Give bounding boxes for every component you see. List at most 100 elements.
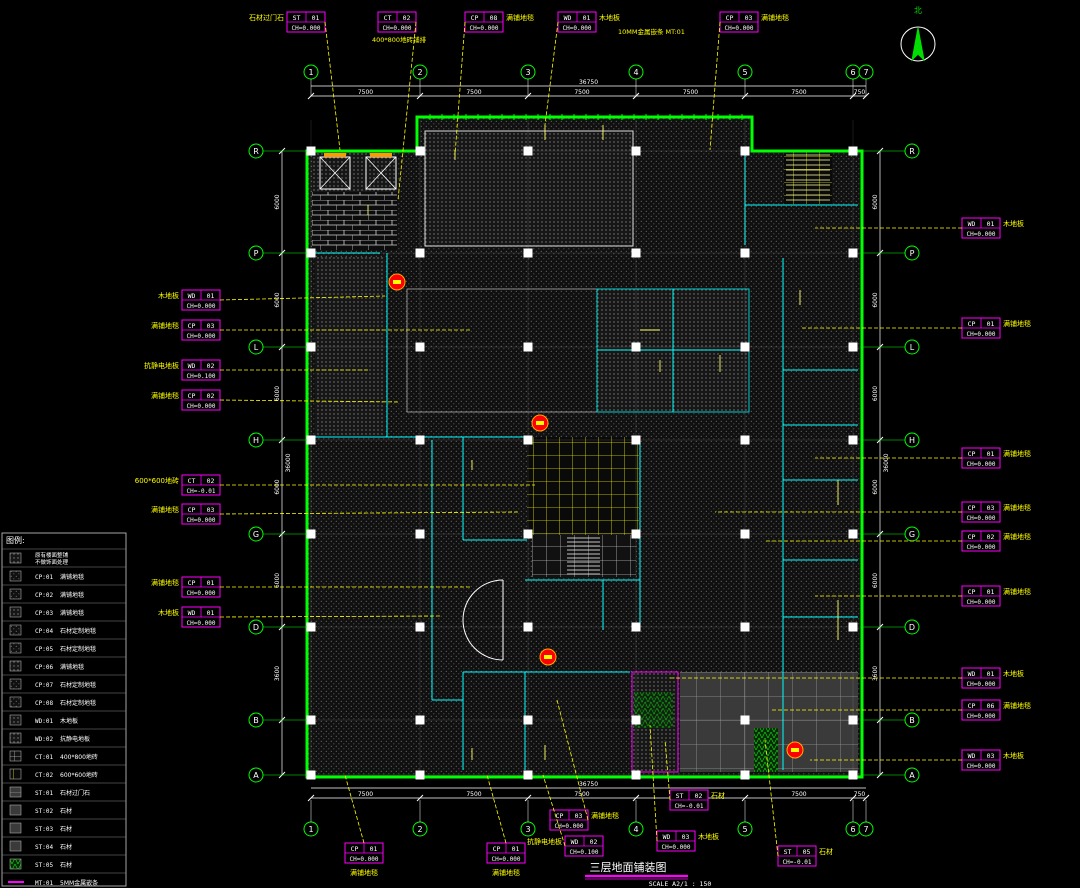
legend-code: CT:01: [35, 754, 53, 761]
leader-line: [709, 21, 721, 151]
legend-swatch: [9, 570, 22, 582]
column: [306, 342, 316, 352]
column: [415, 529, 425, 539]
legend-swatch: [9, 714, 22, 726]
tag-ch: CH=0.100: [187, 373, 216, 380]
legend-swatch: [9, 588, 22, 600]
bottom_dims-segment: 750: [854, 791, 866, 798]
tag-number: 02: [207, 392, 215, 400]
tag-label: 满铺地毯: [151, 578, 179, 587]
tag-code: CP: [188, 392, 196, 400]
legend-swatch: [9, 678, 22, 690]
tag-ch: CH=0.000: [187, 620, 216, 627]
tag-ch: CH=0.000: [187, 303, 216, 310]
legend-code: CP:04: [35, 628, 53, 635]
drawing-scale: SCALE A2/1 : 150: [649, 880, 712, 888]
column: [740, 622, 750, 632]
column: [848, 248, 858, 258]
tag-code: CP: [726, 14, 734, 22]
tag-code: WD: [968, 220, 976, 228]
column: [631, 715, 641, 725]
column: [848, 435, 858, 445]
tag-code: WD: [663, 833, 671, 841]
column: [523, 622, 533, 632]
column-axis-bottom: 3: [525, 825, 530, 834]
tag-ch: CH=0.000: [967, 599, 996, 606]
column: [306, 622, 316, 632]
legend-swatch: [9, 552, 22, 564]
legend-name: 木地板: [60, 717, 78, 725]
column: [848, 146, 858, 156]
tag-number: 03: [682, 833, 690, 841]
legend-swatch: [9, 858, 22, 870]
left_dims-total: 36000: [285, 453, 292, 472]
curved-wall: [462, 579, 504, 661]
tag-number: 03: [987, 504, 995, 512]
plan-body: [305, 114, 864, 780]
tag-code: ST: [676, 792, 684, 800]
row-axis-right: G: [909, 530, 915, 539]
right_dims-total: 36000: [883, 453, 890, 472]
tag-ch: CH=0.000: [492, 856, 521, 863]
leader-line: [219, 295, 386, 301]
column: [306, 715, 316, 725]
tag-code: WD: [188, 292, 196, 300]
column: [848, 770, 858, 780]
legend-name: 满铺地毯: [60, 663, 84, 671]
tag-label: 满铺地毯: [1003, 587, 1031, 596]
column: [415, 342, 425, 352]
column-axis-bottom: 6: [850, 825, 855, 834]
tag-label: 满铺地毯: [1003, 319, 1031, 328]
right_dims-segment: 6000: [872, 194, 879, 209]
tag-ch: CH=0.000: [967, 231, 996, 238]
legend-swatch: [9, 642, 22, 654]
column-axis-top: 6: [850, 68, 855, 77]
tag-label: 满铺地毯: [761, 13, 789, 22]
legend-name: 石材定制地毯: [60, 627, 96, 635]
column: [415, 622, 425, 632]
tag-ch: CH=0.000: [563, 25, 592, 32]
top_dims-segment: 750: [854, 89, 866, 96]
column: [740, 146, 750, 156]
tag-code: WD: [188, 609, 196, 617]
legend-code: CT:02: [35, 772, 53, 779]
row-axis-right: R: [909, 147, 915, 156]
tag-number: 02: [695, 792, 703, 800]
right_dims-segment: 3600: [872, 666, 879, 681]
legend-swatch: [9, 840, 22, 852]
legend-frame: [1, 532, 127, 887]
top_dims-segment: 7500: [466, 89, 481, 96]
column-axis-top: 5: [742, 68, 747, 77]
column-axis-top: 7: [863, 68, 868, 77]
tag-ch: CH=0.000: [967, 763, 996, 770]
tag-ch: CH=-0.01: [187, 488, 216, 495]
row-axis-left: B: [253, 716, 259, 725]
column: [740, 248, 750, 258]
title-block: 三层地面铺装图 SCALE A2/1 : 150: [585, 861, 711, 888]
right_dims-segment: 6000: [872, 292, 879, 307]
left_dims-segment: 6000: [274, 386, 281, 401]
tag-code: WD: [968, 670, 976, 678]
tag-label: 木地板: [1003, 669, 1024, 678]
leader-line: [542, 774, 566, 847]
legend-name: 石材: [60, 807, 72, 815]
row-axis-right: A: [909, 771, 915, 780]
tag-code: CP: [556, 812, 564, 820]
row-axis-right: P: [910, 249, 915, 258]
column: [306, 435, 316, 445]
column: [631, 529, 641, 539]
column: [740, 435, 750, 445]
leader-line: [544, 21, 559, 126]
left_dims-segment: 6000: [274, 194, 281, 209]
tag-code: CT: [384, 14, 392, 22]
tag-number: 02: [207, 477, 215, 485]
tag-code: CP: [188, 506, 196, 514]
legend-swatch: [9, 804, 22, 816]
column: [306, 770, 316, 780]
right_dims-segment: 6000: [872, 573, 879, 588]
column: [415, 248, 425, 258]
legend-name: 满铺地毯: [60, 591, 84, 599]
tag-number: 01: [987, 320, 995, 328]
tag-number: 01: [207, 609, 215, 617]
